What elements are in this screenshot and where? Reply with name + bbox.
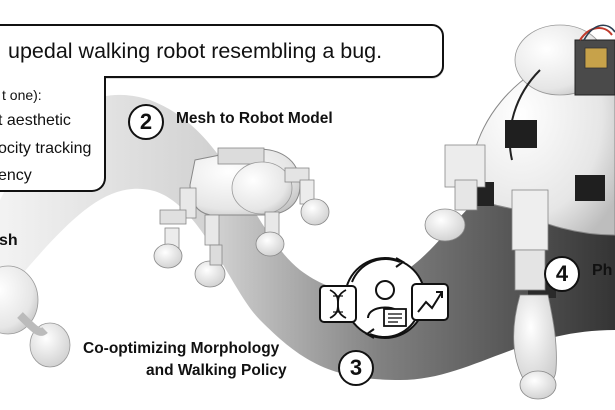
document-icon (383, 308, 407, 327)
growth-chart-icon (411, 283, 449, 321)
step-4-label: Ph (592, 262, 613, 279)
step-3-label-line1: Co-optimizing Morphology (83, 340, 280, 357)
criteria-heading: t one): (2, 87, 42, 103)
step-2-number: 2 (128, 104, 164, 140)
step-2-label: Mesh to Robot Model (176, 110, 333, 127)
criteria-item: t aesthetic (0, 112, 71, 129)
step-3-number: 3 (338, 350, 374, 386)
prompt-text: upedal walking robot resembling a bug. (8, 38, 383, 63)
criteria-item: ency (0, 167, 32, 184)
dna-icon (319, 285, 357, 323)
co-optimization-cycle (319, 257, 449, 339)
criteria-box: t one): t aesthetic ocity tracking ency (0, 76, 106, 192)
robot-model (153, 147, 330, 288)
person-icon (367, 280, 403, 319)
physical-robot (424, 24, 615, 400)
partial-mesh-label: sh (0, 232, 18, 249)
prompt-box: upedal walking robot resembling a bug. (0, 24, 444, 78)
step-3-label-line2: and Walking Policy (146, 362, 287, 379)
criteria-item: ocity tracking (0, 139, 92, 157)
pipeline-ribbon (0, 94, 615, 380)
step-4-number: 4 (544, 256, 580, 292)
mesh-robot-partial (0, 265, 71, 368)
